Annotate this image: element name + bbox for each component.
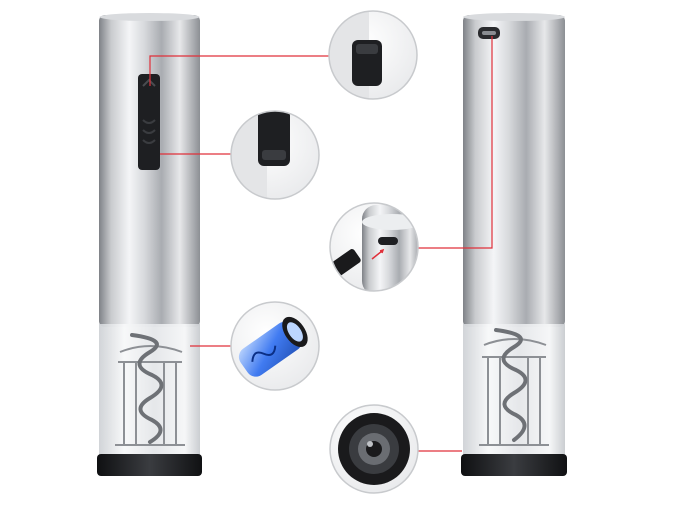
wine-opener-back-view <box>461 13 567 476</box>
corkscrew-cage-icon <box>479 338 549 446</box>
usb-c-port-slot <box>482 31 496 35</box>
up-button-detail-icon <box>328 10 418 100</box>
top-cap <box>463 13 565 21</box>
base-cutter-detail-icon <box>329 404 419 494</box>
usb-c-charging-detail-icon <box>329 202 419 292</box>
corkscrew-cage-icon <box>115 345 185 446</box>
spiral-worm-icon <box>130 333 164 444</box>
grip-ridges <box>142 119 156 144</box>
up-arrow-icon <box>142 78 156 87</box>
clear-chamber <box>463 324 565 456</box>
wine-opener-front-view <box>97 13 202 476</box>
leader-lines <box>149 36 493 452</box>
spiral-worm-icon <box>494 328 528 442</box>
leader-line-up-button <box>149 55 329 86</box>
steel-body <box>99 15 200 327</box>
leader-line-usb-c <box>418 36 493 249</box>
clear-chamber <box>99 324 200 456</box>
steel-body <box>463 15 565 327</box>
top-cap <box>99 13 200 21</box>
black-base <box>461 454 567 476</box>
down-button-detail-icon <box>230 110 320 200</box>
blue-light-indicator-detail-icon <box>230 301 320 391</box>
black-base <box>97 454 202 476</box>
